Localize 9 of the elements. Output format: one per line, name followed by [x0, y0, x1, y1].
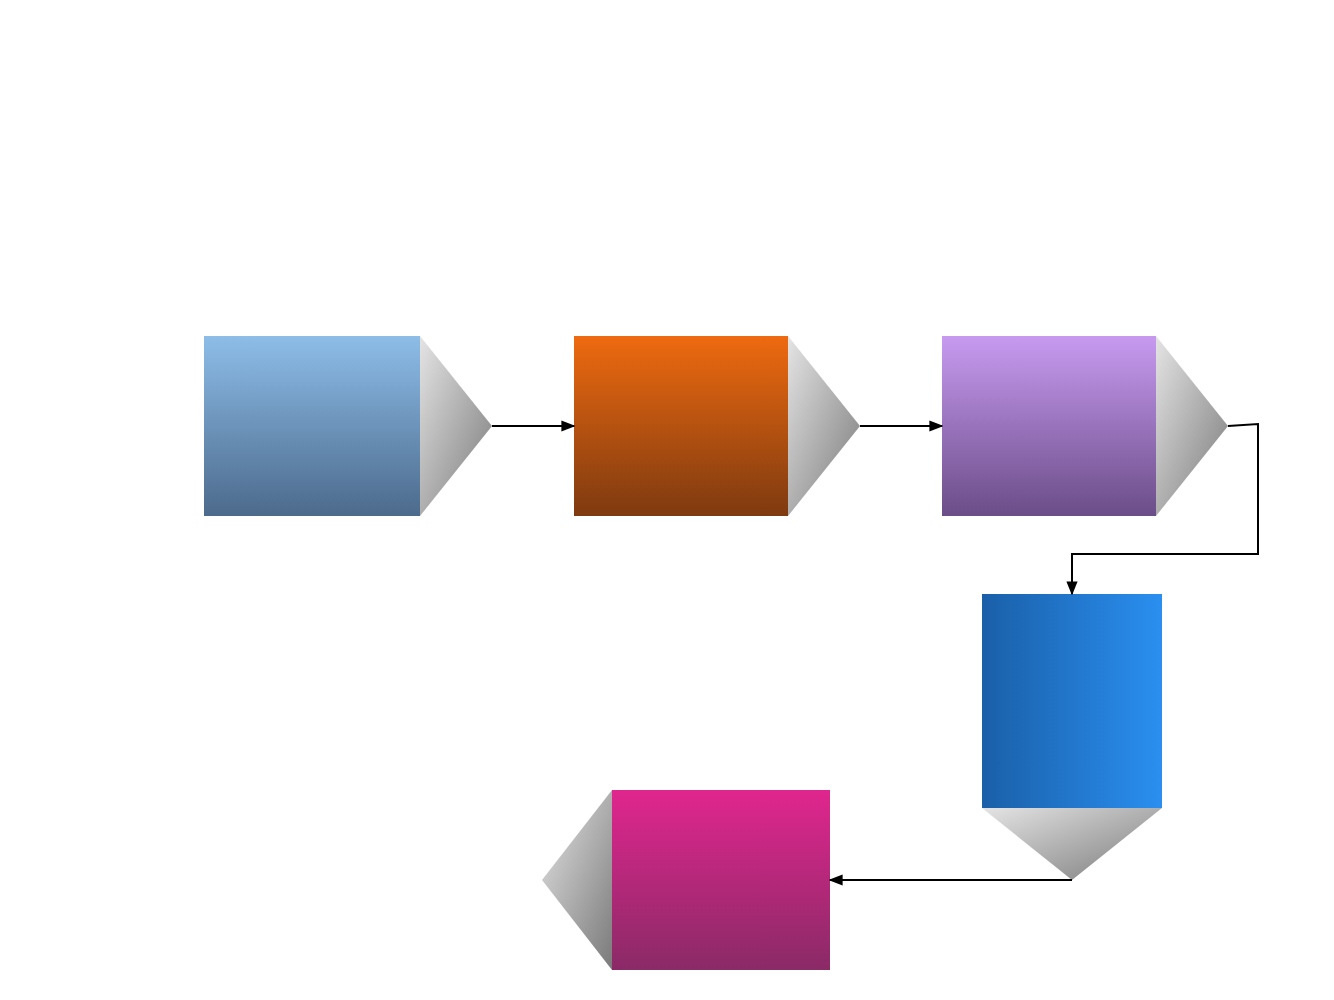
arrow: [491, 420, 576, 432]
arrow: [828, 874, 1073, 886]
arrow: [1066, 422, 1259, 596]
pentagon-arrow-shape: [942, 336, 1228, 516]
pentagon-arrow-shape: [574, 336, 860, 516]
pentagon-arrow-shape: [204, 336, 492, 516]
arrow: [859, 420, 944, 432]
pentagon-arrow-shape: [982, 594, 1162, 880]
pentagon-arrow-shape: [542, 790, 830, 970]
